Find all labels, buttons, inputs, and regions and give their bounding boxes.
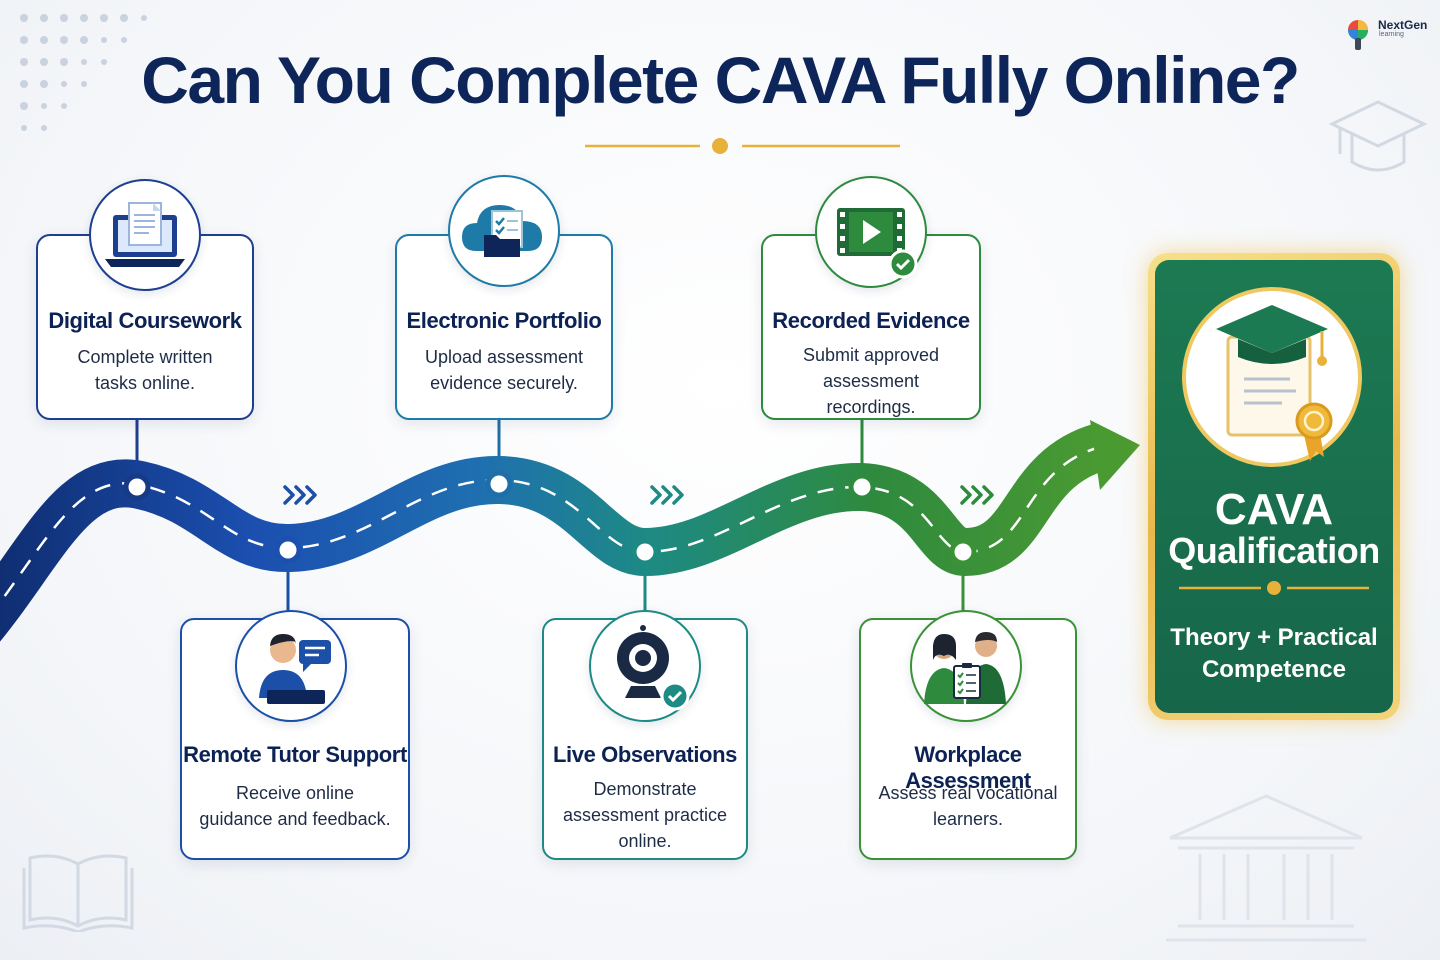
chevron-icon-1: [283, 485, 317, 505]
chevron-icon-3: [960, 485, 994, 505]
step-title: Digital Coursework: [48, 308, 242, 333]
step-title: Remote Tutor Support: [183, 742, 407, 767]
cloud-folder-icon: [462, 205, 542, 257]
title-divider: [585, 138, 900, 154]
step-icon-badge: [815, 176, 927, 288]
step-title: Electronic Portfolio: [406, 308, 602, 333]
institution-building-decoration-icon: [1166, 794, 1366, 942]
road-arrow-head: [1090, 420, 1140, 490]
video-check-icon: [837, 208, 918, 279]
step-description-line: Receive online: [235, 783, 355, 803]
step-icon-badge: [235, 610, 347, 722]
page-title: Can You Complete CAVA Fully Online?: [141, 43, 1300, 117]
brand-name: NextGen: [1378, 18, 1428, 32]
chevron-icon-2: [650, 485, 684, 505]
brand-logo-icon: [1348, 20, 1368, 50]
direction-chevrons: [283, 485, 994, 505]
road-nodes: [123, 470, 977, 566]
step-description-line: Demonstrate: [593, 779, 697, 799]
tutor-chat-icon: [259, 634, 331, 704]
certificate-graduation-icon: [1216, 305, 1333, 461]
step-description-line: evidence securely.: [430, 373, 578, 393]
graduation-cap-decoration-icon: [1328, 100, 1428, 172]
cava-tagline-line: Competence: [1201, 656, 1347, 683]
step-description-line: learners.: [932, 809, 1004, 829]
cava-title: CAVA: [1214, 485, 1334, 534]
dot-grid-decoration: [20, 14, 147, 131]
step-title: Workplace Assessment: [905, 742, 1031, 793]
cava-subtitle: Qualification: [1168, 530, 1380, 571]
step-description-line: online.: [618, 831, 672, 851]
step-icon-badge: [89, 179, 201, 291]
step-description-line: assessment practice: [562, 805, 728, 825]
step-description-line: guidance and feedback.: [199, 809, 391, 829]
step-description-line: Upload assessment: [424, 347, 584, 367]
step-title: Recorded Evidence: [772, 308, 970, 333]
laptop-document-icon: [105, 202, 185, 267]
cava-tagline: Theory + Practical Competence: [1165, 622, 1383, 686]
step-icon-badge: [910, 610, 1022, 722]
assessor-clipboard-icon: [924, 632, 1006, 704]
brand-sub: learning: [1379, 31, 1404, 38]
step-description-line: Complete written: [77, 347, 213, 367]
step-description-line: assessment recordings.: [822, 371, 920, 417]
step-description-line: Assess real vocational: [878, 783, 1058, 803]
cava-tagline-line: Theory + Practical: [1170, 624, 1378, 651]
cava-card-inner: CAVA Qualification Theory + Practical Co…: [1155, 260, 1393, 713]
step-icon-badge: [448, 175, 560, 287]
open-book-decoration-icon: [22, 854, 134, 932]
cava-qualification-card: CAVA Qualification Theory + Practical Co…: [1148, 253, 1400, 720]
step-description-line: Submit approved: [802, 345, 940, 365]
step-icon-badge: [589, 610, 701, 722]
step-title: Live Observations: [553, 742, 737, 767]
cava-emblem: [1182, 287, 1362, 467]
step-description-line: tasks online.: [94, 373, 196, 393]
road-center-line: [0, 445, 1101, 605]
webcam-check-icon: [617, 625, 690, 711]
cava-divider: [1179, 581, 1369, 595]
